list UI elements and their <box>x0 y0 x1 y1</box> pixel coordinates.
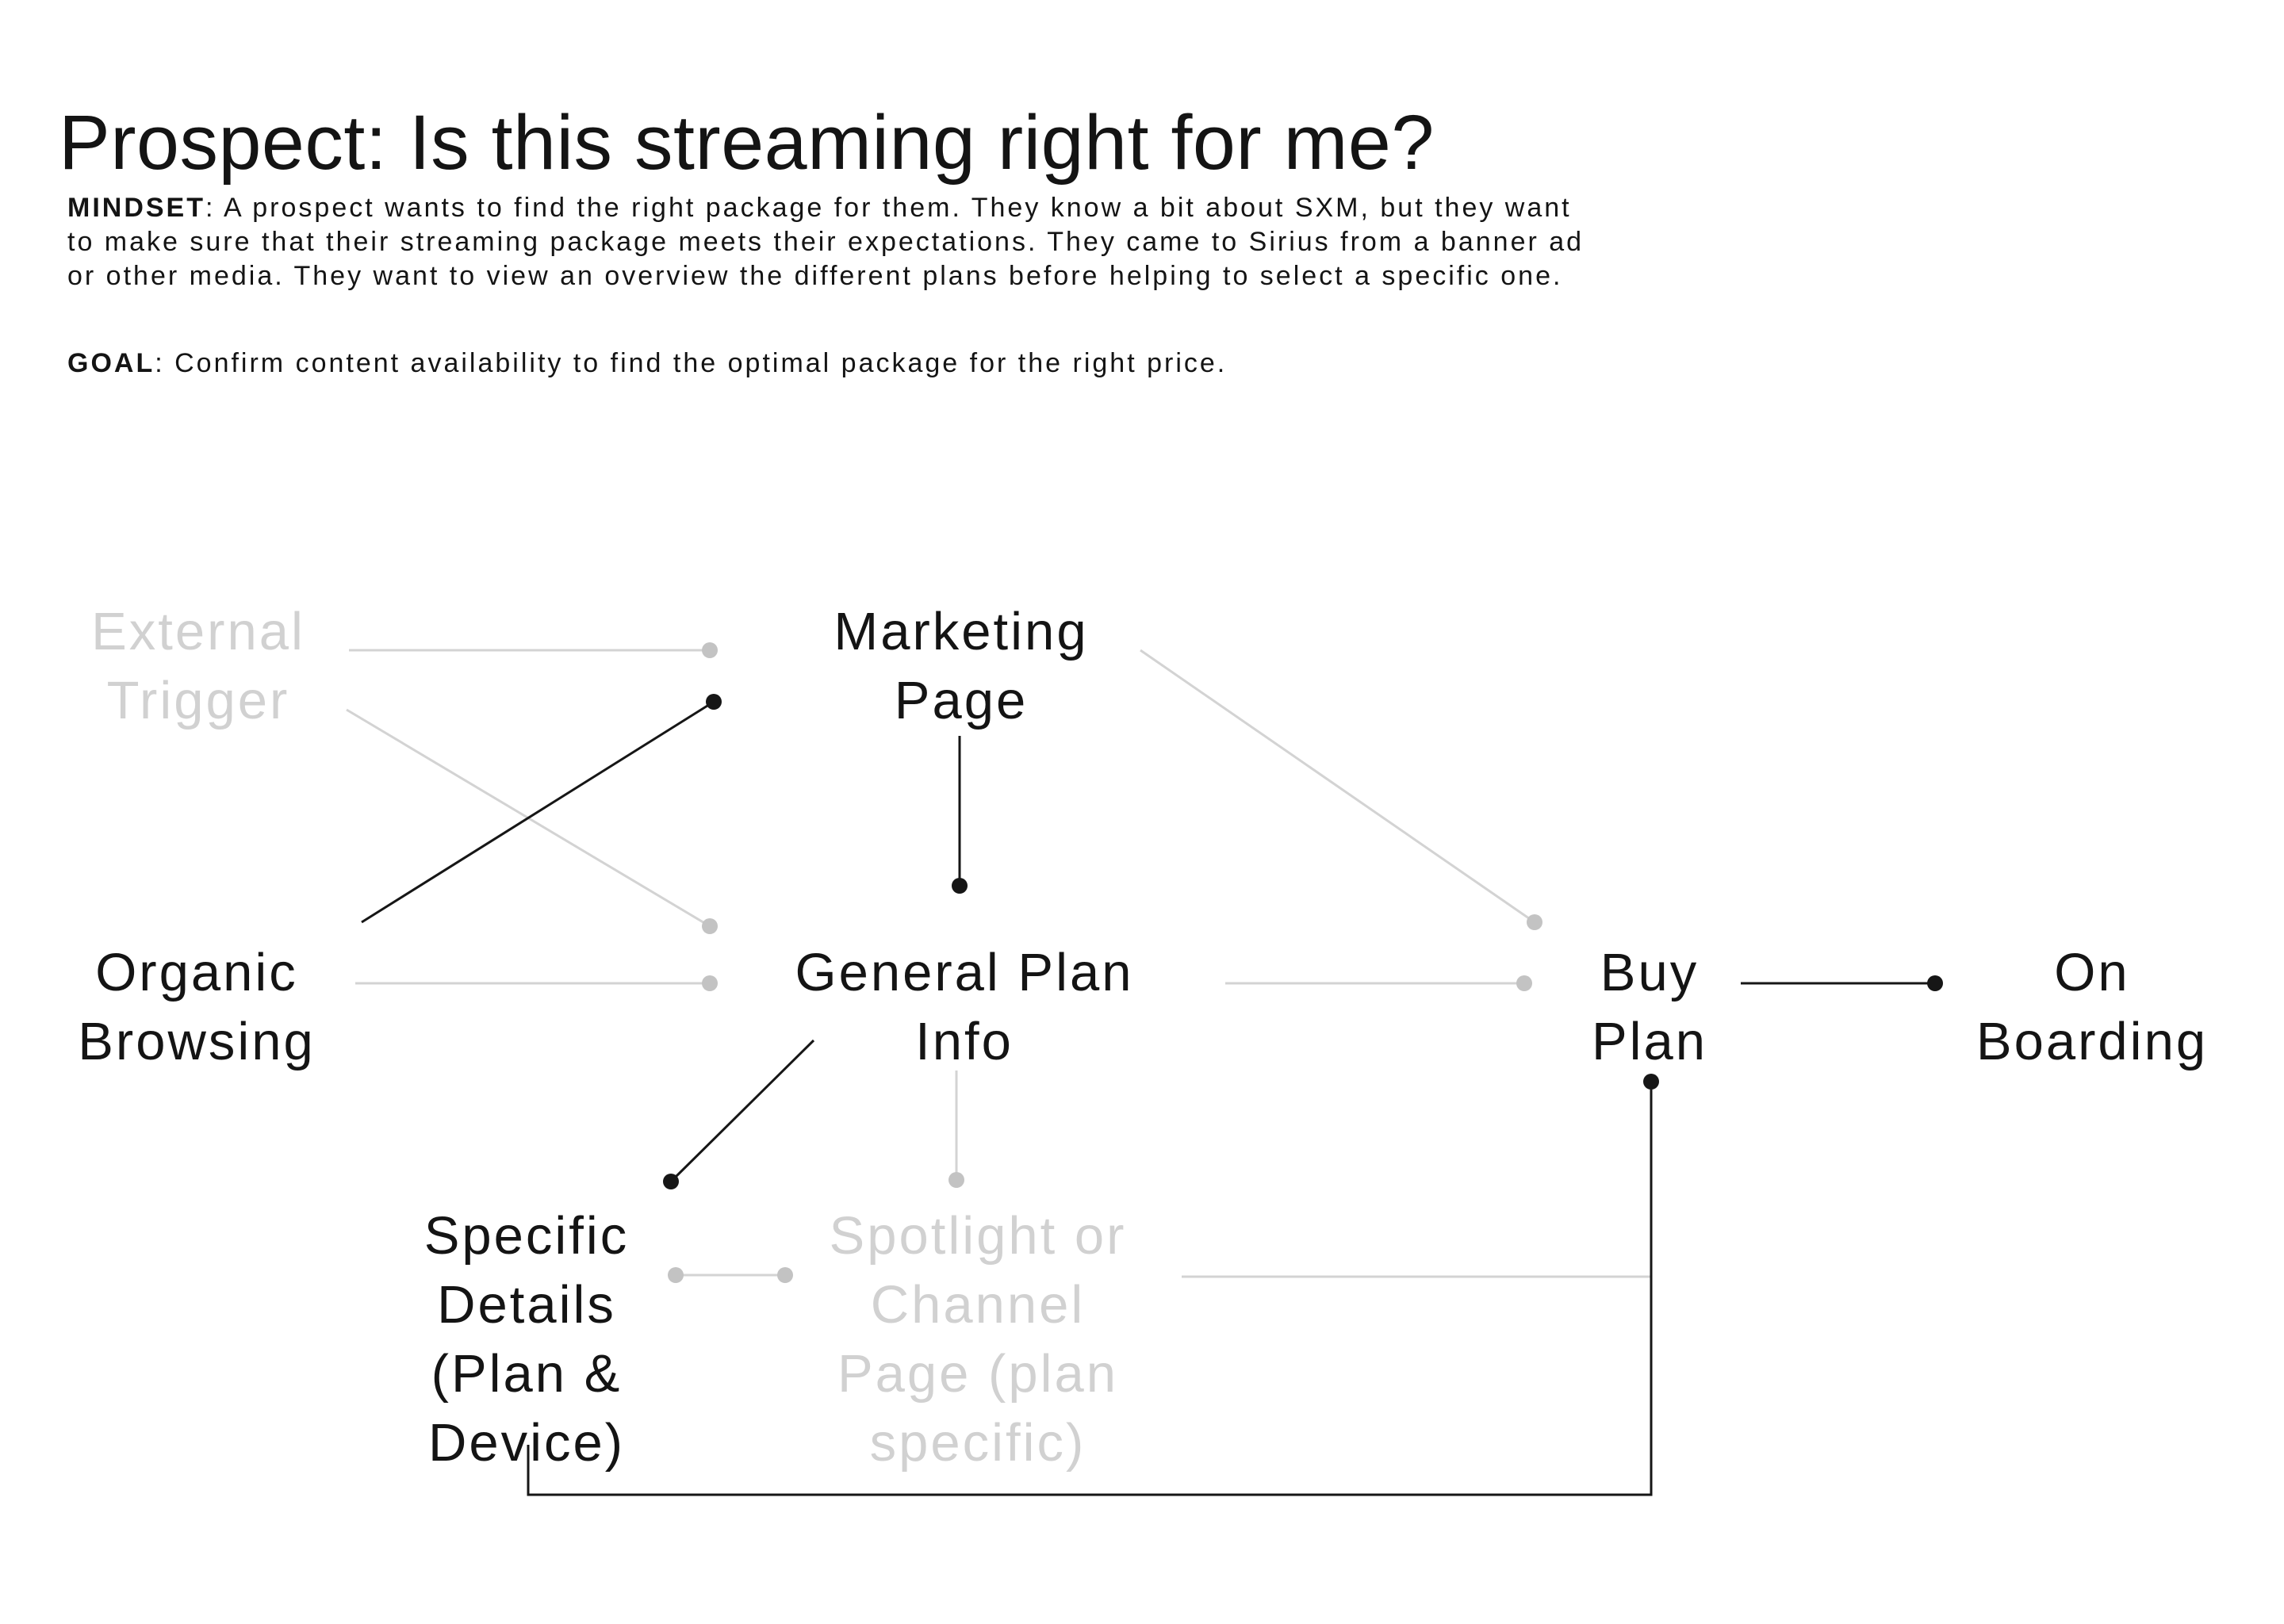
goal-paragraph: GOAL: Confirm content availability to fi… <box>67 347 1227 381</box>
node-general-plan-info: General Plan Info <box>795 943 1134 1071</box>
endpoint-dot-specific-details-to-buy-plan <box>1643 1074 1659 1090</box>
mindset-line-1-text: : A prospect wants to find the right pac… <box>205 193 1572 223</box>
endpoint-dot-spotlight-channel-page-to-specific-details <box>777 1267 793 1283</box>
node-spotlight-channel-page: Spotlight or Channel Page (plan specific… <box>829 1206 1127 1473</box>
node-organic-browsing: Organic Browsing <box>78 943 316 1071</box>
endpoint-dot-general-plan-info-to-specific-details <box>663 1174 679 1189</box>
endpoint-dot-general-plan-info-to-buy-plan <box>1516 975 1532 991</box>
mindset-line-3: or other media. They want to view an ove… <box>67 261 1563 291</box>
endpoint-dot-external-trigger-to-general-plan-info <box>702 918 718 934</box>
endpoint-dot-marketing-page-to-buy-plan <box>1527 914 1542 930</box>
goal-line: GOAL: Confirm content availability to fi… <box>67 347 1227 381</box>
goal-text: : Confirm content availability to find t… <box>155 348 1228 378</box>
endpoint-dot-marketing-page-to-general-plan-info <box>952 878 968 894</box>
endpoint-dot-organic-browsing-to-general-plan-info <box>702 975 718 991</box>
node-marketing-page: Marketing Page <box>834 602 1089 730</box>
node-specific-details: Specific Details (Plan & Device) <box>423 1206 630 1473</box>
connector-marketing-page-to-buy-plan <box>1140 649 1535 924</box>
mindset-label: MINDSET <box>67 193 205 223</box>
mindset-line-2: to make sure that their streaming packag… <box>67 227 1585 257</box>
connector-general-plan-info-to-specific-details <box>669 1039 815 1183</box>
page-title: Prospect: Is this streaming right for me… <box>59 99 1435 186</box>
node-external-trigger: External Trigger <box>91 602 305 730</box>
node-buy-plan: Buy Plan <box>1591 943 1708 1071</box>
node-on-boarding: On Boarding <box>1976 943 2209 1071</box>
goal-label: GOAL <box>67 348 155 378</box>
endpoint-dot-external-trigger-to-marketing-page <box>702 642 718 658</box>
endpoint-dot-organic-browsing-to-marketing-page <box>706 694 722 710</box>
connector-organic-browsing-to-marketing-page <box>361 700 715 924</box>
endpoint-dot-general-plan-info-to-spotlight-channel-page <box>948 1172 964 1188</box>
endpoint-dot-buy-plan-to-on-boarding <box>1927 975 1943 991</box>
mindset-paragraph: MINDSET: A prospect wants to find the ri… <box>67 191 1584 293</box>
mindset-line-1: MINDSET: A prospect wants to find the ri… <box>67 191 1584 225</box>
endpoint-dot-spotlight-channel-page-to-specific-details <box>668 1267 684 1283</box>
connector-specific-details-to-buy-plan <box>527 1090 1653 1496</box>
